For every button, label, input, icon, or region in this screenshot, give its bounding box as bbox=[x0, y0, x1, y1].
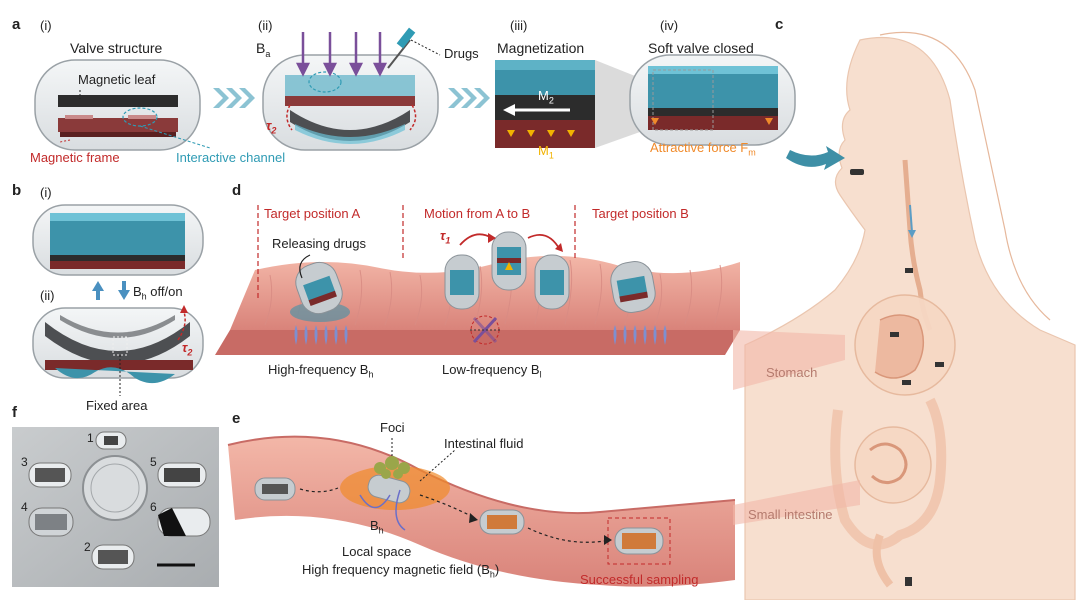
label-attractive-force: Attractive force Fm bbox=[650, 140, 756, 158]
label-successful-sampling: Successful sampling bbox=[580, 572, 699, 587]
label-stomach: Stomach bbox=[766, 365, 818, 380]
sub-a-iii: (iii) bbox=[510, 18, 528, 33]
label-foci: Foci bbox=[380, 420, 405, 435]
capsule-b-ii bbox=[32, 305, 204, 384]
label-drugs: Drugs bbox=[444, 46, 479, 61]
capsule-d-b bbox=[610, 261, 656, 313]
chevrons-2 bbox=[448, 88, 490, 108]
capsule-num-2: 2 bbox=[84, 540, 91, 554]
label-high-frequency-bh: High-frequency Bh bbox=[268, 362, 374, 380]
lf-rotation-icon bbox=[470, 315, 500, 345]
panel-label-a: a bbox=[12, 16, 21, 33]
panel-label-c: c bbox=[775, 16, 784, 33]
label-fixed-area: Fixed area bbox=[86, 398, 148, 413]
sub-b-i: (i) bbox=[40, 185, 52, 200]
label-releasing-drugs: Releasing drugs bbox=[272, 236, 366, 251]
capsule-a-ii bbox=[262, 54, 439, 151]
panel-label-b: b bbox=[12, 182, 22, 199]
label-tau1: τ1 bbox=[440, 228, 451, 246]
label-valve-structure: Valve structure bbox=[70, 40, 163, 56]
syringe-icon bbox=[387, 27, 416, 69]
capsule-num-6: 6 bbox=[150, 500, 157, 514]
capsule-num-4: 4 bbox=[21, 500, 28, 514]
capsule-a-iv bbox=[629, 54, 796, 146]
label-tau2-b: τ2 bbox=[182, 340, 193, 358]
hf-field-icons-b bbox=[613, 325, 667, 345]
hf-field-icons-a bbox=[294, 325, 348, 345]
magnetization-block bbox=[495, 60, 640, 148]
capsule-b-i bbox=[32, 204, 204, 276]
label-intestinal-fluid: Intestinal fluid bbox=[444, 436, 524, 451]
sub-a-iv: (iv) bbox=[660, 18, 679, 33]
label-magnetic-leaf: Magnetic leaf bbox=[78, 72, 156, 87]
capsule-d-motion bbox=[444, 231, 570, 310]
panel-label-e: e bbox=[232, 410, 241, 427]
label-bh-off-on: Bh off/on bbox=[133, 284, 183, 302]
b-toggle-arrows bbox=[92, 281, 130, 300]
label-bh-e: Bh bbox=[370, 518, 384, 536]
label-low-frequency-bl: Low-frequency Bl bbox=[442, 362, 542, 380]
label-local-space: Local space bbox=[342, 544, 412, 559]
sub-a-ii: (ii) bbox=[258, 18, 273, 33]
label-magnetization: Magnetization bbox=[497, 40, 585, 56]
intestine-tube-e bbox=[227, 435, 736, 587]
field-arrows-ba bbox=[295, 32, 388, 77]
label-hf-magnetic-field: High frequency magnetic field (Bh) bbox=[302, 562, 500, 580]
capsule-d-a bbox=[290, 261, 350, 322]
label-small-intestine: Small intestine bbox=[748, 507, 833, 522]
label-m1: M1 bbox=[538, 143, 554, 161]
label-motion-a-to-b: Motion from A to B bbox=[424, 206, 531, 221]
capsule-num-1: 1 bbox=[87, 431, 94, 445]
label-target-a: Target position A bbox=[264, 206, 361, 221]
capsule-num-3: 3 bbox=[21, 455, 28, 469]
label-m2: M2 bbox=[538, 88, 554, 106]
label-tau2-a: τ2 bbox=[266, 118, 277, 136]
label-soft-valve-closed: Soft valve closed bbox=[648, 40, 754, 56]
label-target-b: Target position B bbox=[592, 206, 689, 221]
capsule-num-5: 5 bbox=[150, 455, 157, 469]
sub-a-i: (i) bbox=[40, 18, 52, 33]
panel-label-f: f bbox=[12, 404, 17, 421]
label-ba: Ba bbox=[256, 40, 271, 59]
panel-label-d: d bbox=[232, 182, 242, 199]
capsule-a-i bbox=[34, 59, 201, 151]
label-interactive-channel: Interactive channel bbox=[176, 150, 286, 165]
sub-b-ii: (ii) bbox=[40, 288, 55, 303]
chevrons-1 bbox=[213, 88, 255, 108]
swallow-arrow bbox=[786, 146, 845, 170]
label-magnetic-frame: Magnetic frame bbox=[30, 150, 120, 165]
human-figure-c bbox=[733, 31, 1076, 600]
capsule-photo-f bbox=[12, 427, 219, 587]
